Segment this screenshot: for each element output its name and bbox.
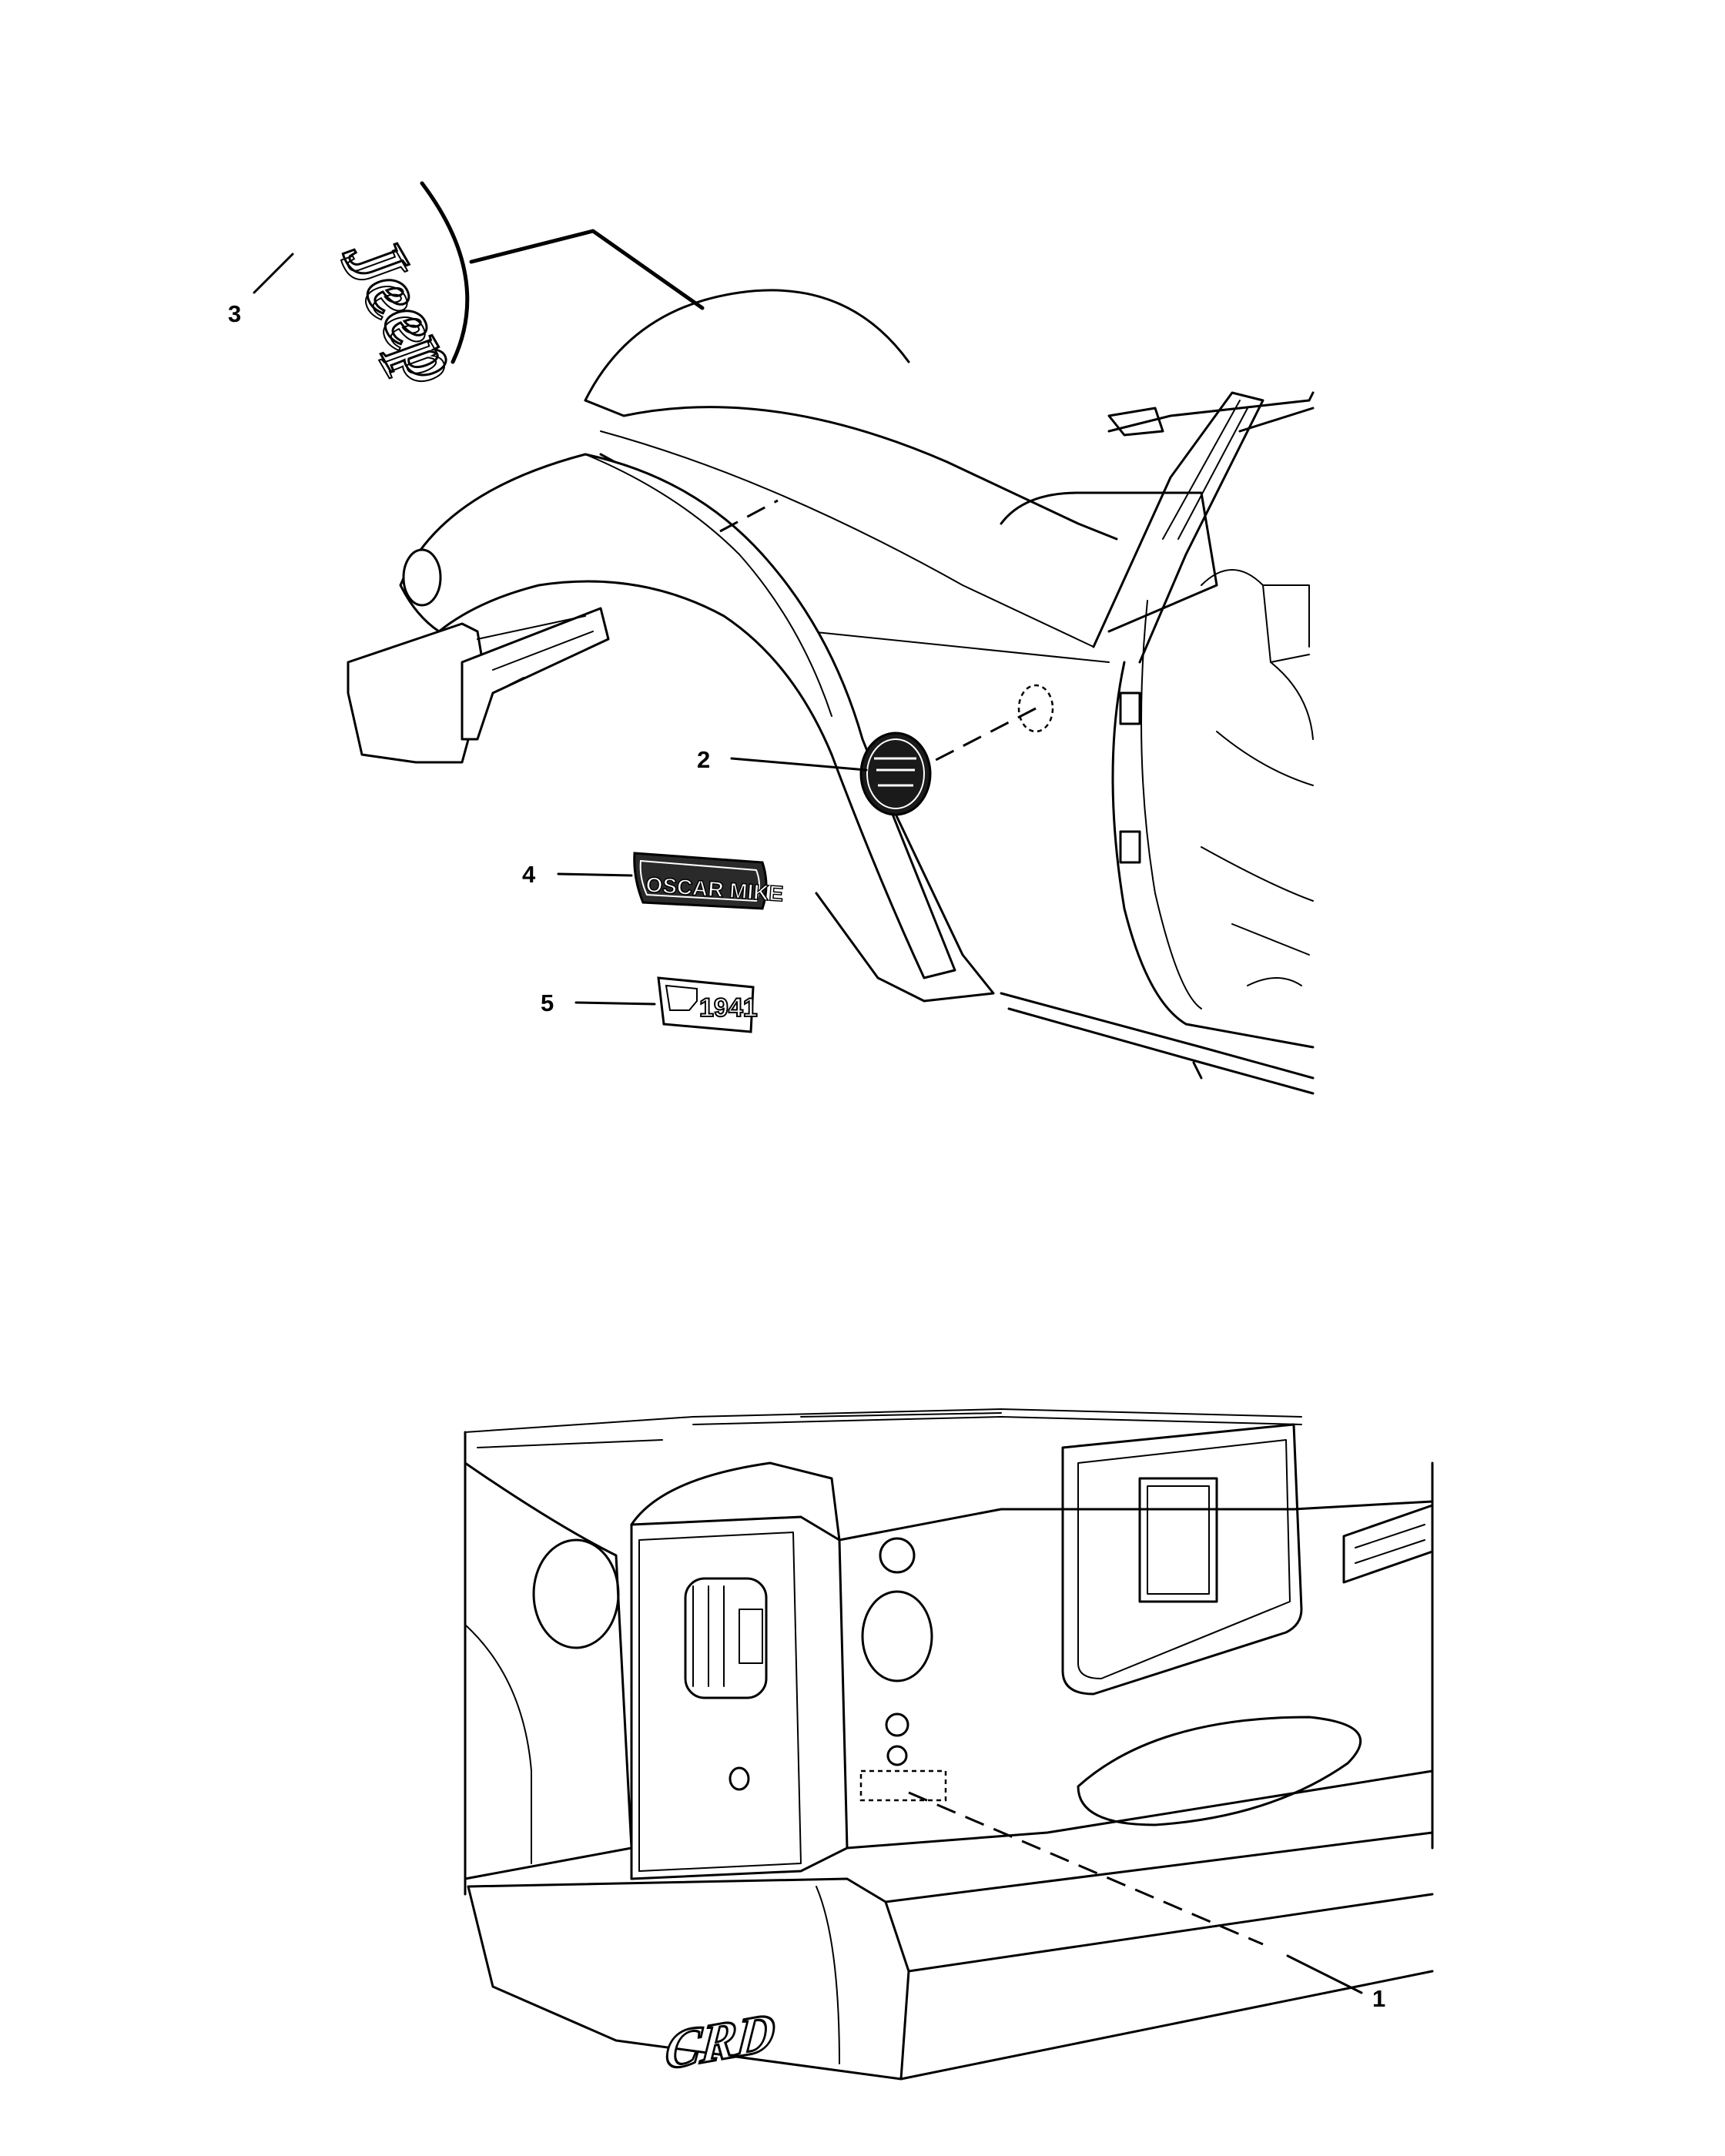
spare-tire-plate-inner bbox=[1077, 1439, 1291, 1679]
rear-wheel-arch bbox=[464, 1624, 532, 1864]
callout-number: 2 bbox=[697, 746, 710, 773]
windshield-frame bbox=[1107, 391, 1315, 433]
tail-lamp-window bbox=[684, 1577, 768, 1699]
callout-number: 3 bbox=[228, 300, 241, 327]
rear-panel-hole-2 bbox=[885, 1712, 909, 1737]
rear-tailgate-view bbox=[464, 1408, 1434, 2081]
hood-edge bbox=[600, 430, 1094, 648]
tail-lamp-inner bbox=[638, 1532, 802, 1872]
bed-rail-lines bbox=[464, 1408, 1302, 1448]
emblem-oscar-mike: OSCAR MIKE bbox=[633, 852, 785, 910]
hood-leader-line bbox=[469, 229, 705, 310]
fender-end-cap bbox=[402, 548, 442, 607]
frame-bracket bbox=[1107, 407, 1164, 437]
interior-details bbox=[1231, 584, 1310, 986]
access-cover bbox=[1138, 1477, 1218, 1603]
tail-lamp-latch bbox=[692, 1585, 763, 1687]
rocker-sill bbox=[1000, 992, 1315, 1095]
rear-quarter-speaker bbox=[532, 1538, 620, 1649]
hood-centerline-dash bbox=[719, 499, 779, 533]
license-lamp bbox=[1342, 1504, 1434, 1584]
rear-bumper bbox=[467, 1877, 910, 2081]
cowl bbox=[1000, 491, 1218, 633]
emblem-round-badge bbox=[859, 732, 932, 816]
callout-5: 5 bbox=[541, 989, 656, 1016]
a-pillar bbox=[1092, 391, 1264, 664]
crd-install-dashline bbox=[908, 1791, 1264, 1946]
license-lamp-detail bbox=[1355, 1524, 1425, 1564]
emblem-1941: 1941 bbox=[657, 976, 759, 1033]
access-cover-inner bbox=[1147, 1485, 1210, 1595]
fender-flare-edge bbox=[584, 454, 832, 717]
emblem-install-dashline bbox=[916, 707, 1037, 772]
hood-outline bbox=[584, 289, 910, 402]
fender-flare bbox=[399, 453, 956, 979]
rear-panel-hole-1 bbox=[879, 1537, 916, 1574]
rear-panel-hole-3 bbox=[886, 1745, 908, 1766]
emblem-1941-text: 1941 bbox=[699, 993, 758, 1023]
spare-tire-plate bbox=[1061, 1423, 1303, 1696]
hinge-upper bbox=[1119, 691, 1141, 725]
front-bumper bbox=[347, 622, 487, 764]
rear-bumper-long bbox=[884, 1831, 1434, 2081]
tail-lamp-bolt bbox=[729, 1766, 750, 1791]
callout-4: 4 bbox=[522, 861, 633, 888]
crd-mount-location bbox=[859, 1769, 947, 1802]
hood-surface bbox=[584, 399, 1118, 541]
callout-3: 3 bbox=[228, 253, 294, 327]
step-pad bbox=[1077, 1716, 1362, 1826]
door-opening-inner bbox=[1141, 600, 1202, 1009]
bumper-details bbox=[477, 615, 594, 686]
callout-number: 4 bbox=[522, 861, 536, 888]
callout-number: 5 bbox=[541, 989, 554, 1016]
rear-bumper-end bbox=[816, 1886, 840, 2064]
front-fender-view bbox=[347, 181, 1315, 1095]
rear-quarter-panel bbox=[464, 1461, 633, 1880]
body-side-trim bbox=[808, 631, 1110, 663]
rear-panel-speaker bbox=[861, 1590, 933, 1682]
callout-1: 1 bbox=[1286, 1954, 1385, 2012]
callout-2: 2 bbox=[697, 746, 868, 773]
seat-outline bbox=[1201, 569, 1314, 902]
hood-bracket bbox=[420, 181, 470, 364]
tail-lamp-top bbox=[630, 1461, 841, 1542]
door-opening bbox=[1111, 661, 1315, 1049]
emblem-mount-location bbox=[1017, 684, 1054, 733]
hinge-lower bbox=[1119, 830, 1141, 864]
bumper-bracket bbox=[461, 607, 610, 741]
a-pillar-inner bbox=[1162, 400, 1248, 540]
callout-number: 1 bbox=[1372, 1985, 1385, 2012]
